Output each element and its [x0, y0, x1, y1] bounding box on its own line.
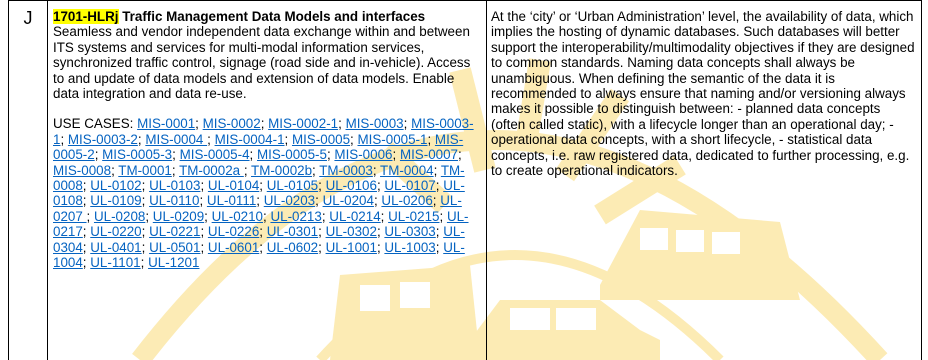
use-case-link[interactable]: TM-0008 [53, 162, 465, 194]
use-case-link[interactable]: UL-0206 [381, 193, 433, 209]
use-case-link[interactable]: MIS-0003-2 [67, 131, 138, 147]
use-case-link[interactable]: MIS-0002-1 [268, 116, 339, 132]
use-case-link[interactable]: MIS-0001 [137, 116, 196, 132]
requirement-description: Seamless and vendor independent data exc… [53, 24, 471, 102]
use-case-link[interactable]: UL-0303 [384, 224, 436, 240]
use-case-link[interactable]: UL-0226 [207, 224, 260, 240]
use-case-link[interactable]: TM-0004 [380, 162, 434, 178]
use-case-link[interactable]: UL-0209 [152, 208, 205, 224]
use-case-link[interactable]: UL-0304 [53, 224, 465, 255]
use-case-link[interactable]: UL-0601 [207, 239, 260, 255]
requirement-title: 1701-HLRj Traffic Management Data Models… [53, 9, 482, 24]
use-cases-paragraph: USE CASES: MIS-0001; MIS-0002; MIS-0002-… [53, 116, 482, 270]
use-case-link[interactable]: UL-0106 [325, 178, 377, 194]
use-case-link[interactable]: UL-0302 [325, 224, 377, 240]
requirement-code: 1701-HLRj [53, 9, 119, 24]
use-case-link[interactable]: MIS-0008 [53, 162, 112, 178]
use-case-link[interactable]: UL-1003 [384, 239, 436, 255]
table-row: J 1701-HLRj Traffic Management Data Mode… [8, 0, 922, 360]
use-case-link[interactable]: UL-0108 [53, 178, 465, 209]
use-case-link[interactable]: MIS-0006 [334, 147, 393, 163]
use-case-link[interactable]: MIS-0005-1 [357, 131, 428, 147]
use-case-link[interactable]: TM-0003 [319, 162, 373, 178]
use-case-link[interactable]: MIS-0002 [202, 116, 261, 132]
use-case-link[interactable]: UL-1101 [90, 255, 141, 271]
use-case-link[interactable]: MIS-0007 [399, 147, 458, 163]
use-case-link[interactable]: UL-0207 [53, 193, 462, 224]
use-case-link[interactable]: UL-0214 [329, 208, 381, 224]
use-case-link[interactable]: UL-0203 [263, 193, 316, 209]
use-case-link[interactable]: MIS-0005-2 [53, 131, 464, 163]
use-case-link[interactable]: UL-0204 [322, 193, 374, 209]
use-case-link[interactable]: UL-0221 [149, 224, 201, 240]
use-case-link[interactable]: UL-0105 [266, 178, 319, 194]
use-case-link[interactable]: MIS-0005-3 [102, 147, 173, 163]
use-case-link[interactable]: UL-0301 [266, 224, 319, 240]
use-case-link[interactable]: UL-0110 [149, 193, 200, 209]
use-case-link[interactable]: MIS-0005 [291, 131, 351, 147]
use-case-link[interactable]: UL-0102 [90, 178, 142, 194]
use-case-link[interactable]: TM-0001 [118, 162, 172, 178]
use-case-link[interactable]: UL-1001 [325, 239, 377, 255]
comment-cell: At the ‘city’ or ‘Urban Administration’ … [486, 0, 922, 360]
use-case-link[interactable]: UL-0107 [384, 178, 436, 194]
spacer [53, 101, 482, 116]
use-cases-label: USE CASES: [53, 116, 134, 132]
use-case-link[interactable]: UL-1004 [53, 239, 465, 271]
use-case-link[interactable]: MIS-0004 [145, 131, 208, 147]
use-case-link[interactable]: UL-0401 [90, 239, 142, 255]
requirement-title-text: Traffic Management Data Models and inter… [122, 9, 426, 24]
use-case-link[interactable]: MIS-0004-1 [214, 131, 285, 147]
comment-text: At the ‘city’ or ‘Urban Administration’ … [491, 9, 915, 179]
use-case-link[interactable]: TM-0002b [251, 162, 313, 178]
requirement-cell: 1701-HLRj Traffic Management Data Models… [47, 0, 487, 360]
use-case-link[interactable]: UL-0111 [206, 193, 257, 209]
use-case-link[interactable]: UL-0217 [53, 208, 469, 240]
use-case-link[interactable]: MIS-0003-1 [53, 116, 474, 147]
use-case-link[interactable]: UL-0104 [207, 178, 260, 194]
use-case-link[interactable]: UL-0501 [149, 239, 201, 255]
use-case-link[interactable]: UL-0103 [149, 178, 201, 194]
use-case-link[interactable]: UL-0213 [270, 208, 322, 224]
use-case-link[interactable]: UL-1201 [148, 255, 200, 271]
use-case-link[interactable]: MIS-0003 [345, 116, 404, 132]
use-case-list: MIS-0001; MIS-0002; MIS-0002-1; MIS-0003… [53, 116, 474, 271]
use-case-link[interactable]: UL-0215 [388, 208, 440, 224]
use-case-link[interactable]: UL-0208 [93, 208, 146, 224]
standards-table: J 1701-HLRj Traffic Management Data Mode… [8, 0, 922, 360]
use-case-link[interactable]: MIS-0005-5 [257, 147, 327, 163]
use-case-link[interactable]: UL-0220 [90, 224, 142, 240]
use-case-link[interactable]: UL-0602 [266, 239, 319, 255]
use-case-link[interactable]: TM-0002a [179, 162, 244, 178]
use-case-link[interactable]: UL-0210 [211, 208, 263, 224]
use-case-link[interactable]: UL-0109 [90, 193, 142, 209]
row-letter: J [8, 0, 48, 360]
use-case-link[interactable]: MIS-0005-4 [179, 147, 250, 163]
